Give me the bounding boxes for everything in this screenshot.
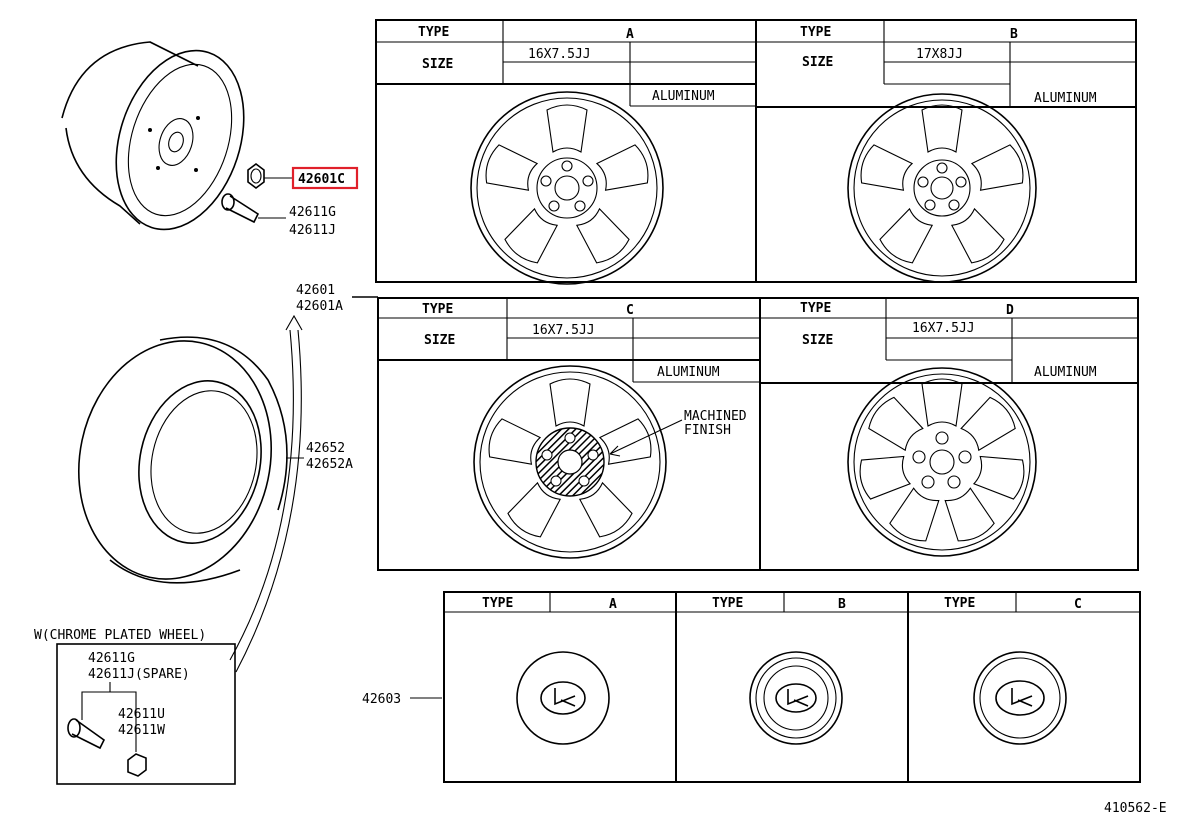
material-c: ALUMINUM [657,365,720,380]
size-value-a: 16X7.5JJ [528,47,591,62]
cap-b-drawing [749,651,843,745]
chrome-valve-icon [67,718,106,750]
cap-table [443,591,1141,783]
cap-type-c: C [1074,597,1082,612]
type-value-b: B [1010,27,1018,42]
highlight-box [291,166,359,190]
chrome-nut-2[interactable]: 42611W [118,723,165,738]
callout-wheel-1[interactable]: 42601 [296,283,335,298]
callout-tire-1[interactable]: 42652 [306,441,345,456]
cap-type-label-c: TYPE [944,596,975,611]
cap-type-label-a: TYPE [482,596,513,611]
wheel-table-bottom [377,297,1139,571]
size-value-c: 16X7.5JJ [532,323,595,338]
size-label-d: SIZE [802,333,833,348]
material-b: ALUMINUM [1034,91,1097,106]
cap-type-label-b: TYPE [712,596,743,611]
wheel-rim-drawing [61,41,245,231]
chrome-wheel-box [56,643,236,785]
callout-cap[interactable]: 42603 [362,692,401,707]
type-label-c: TYPE [422,302,453,317]
cap-type-a: A [609,597,617,612]
wheel-a-drawing [470,91,664,285]
chrome-nut-icon [127,753,147,777]
callout-wheel-2[interactable]: 42601A [296,299,343,314]
wheel-table-top [375,19,1137,283]
type-label-d: TYPE [800,301,831,316]
wheel-b-drawing [847,93,1037,283]
cap-a-drawing [516,651,610,745]
chrome-valve-1[interactable]: 42611G [88,651,135,666]
callout-lug-nut[interactable]: 42601C [298,172,345,187]
type-label-a: TYPE [418,25,449,40]
cap-c-drawing [973,651,1067,745]
size-value-d: 16X7.5JJ [912,321,975,336]
size-label-a: SIZE [422,57,453,72]
machined-label: MACHINED [684,409,747,424]
cap-type-b: B [838,597,846,612]
type-value-d: D [1006,303,1014,318]
wheel-d-drawing [847,367,1037,557]
material-d: ALUMINUM [1034,365,1097,380]
wheel-c-drawing [473,365,667,559]
size-label-c: SIZE [424,333,455,348]
type-label-b: TYPE [800,25,831,40]
chrome-nut-1[interactable]: 42611U [118,707,165,722]
finish-label: FINISH [684,423,731,438]
size-value-b: 17X8JJ [916,47,963,62]
chrome-title: W(CHROME PLATED WHEEL) [34,628,206,643]
valve-stem-icon [221,193,286,224]
diagram-id: 410562-E [1104,801,1167,816]
chrome-valve-2[interactable]: 42611J(SPARE) [88,667,190,682]
size-label-b: SIZE [802,55,833,70]
material-a: ALUMINUM [652,89,715,104]
callout-valve-1[interactable]: 42611G [289,205,336,220]
callout-tire-2[interactable]: 42652A [306,457,353,472]
callout-valve-2[interactable]: 42611J [289,223,336,238]
type-value-a: A [626,27,634,42]
arrow-up-icon [229,314,303,673]
lug-nut-icon [247,163,294,189]
tire-drawing [77,336,288,584]
type-value-c: C [626,303,634,318]
